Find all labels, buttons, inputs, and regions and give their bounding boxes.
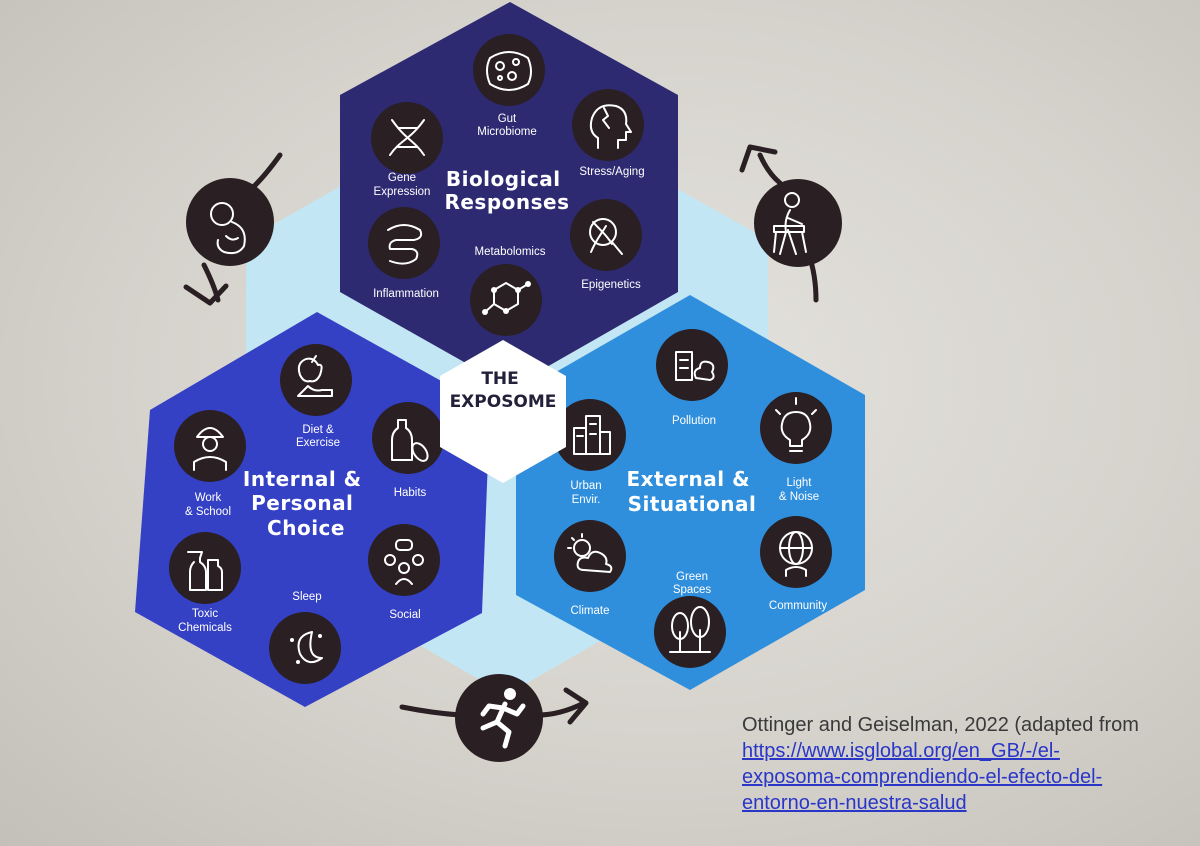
molecule-icon xyxy=(482,281,531,315)
citation-text: Ottinger and Geiselman, 2022 (adapted fr… xyxy=(742,714,1139,736)
runner-stage xyxy=(455,674,543,762)
svg-text:Stress/Aging: Stress/Aging xyxy=(579,166,644,178)
citation: Ottinger and Geiselman, 2022 (adapted fr… xyxy=(742,712,1182,816)
habits-item: Habits xyxy=(372,402,444,499)
svg-text:Social: Social xyxy=(389,609,420,621)
exposome-center: THE EXPOSOME xyxy=(440,340,566,483)
diet-exercise-item: Diet &Exercise xyxy=(280,344,352,449)
dna-helix-icon xyxy=(389,119,425,156)
center-hexagon xyxy=(440,340,566,483)
microbiome-icon xyxy=(486,51,532,91)
internal-personal-section: Internal & Personal Choice Diet &Exercis… xyxy=(135,312,490,707)
moon-stars-icon xyxy=(290,631,323,664)
globe-people-icon xyxy=(779,531,813,577)
inflammation-item: Inflammation xyxy=(368,207,440,300)
elderly-stage xyxy=(754,179,842,267)
intestine-icon xyxy=(387,224,423,265)
stress-aging-item: Stress/Aging xyxy=(572,89,645,178)
fetus-stage xyxy=(186,178,274,266)
svg-text:Habits: Habits xyxy=(394,487,427,499)
svg-text:Diet &Exercise: Diet &Exercise xyxy=(296,424,340,449)
internal-title: Internal & Personal Choice xyxy=(243,467,369,540)
runner-icon xyxy=(480,688,526,749)
svg-text:Epigenetics: Epigenetics xyxy=(581,279,641,291)
bottle-pill-icon xyxy=(391,419,429,462)
fetus-icon xyxy=(210,202,246,255)
climate-item: Climate xyxy=(554,520,626,617)
epigenetics-item: Epigenetics xyxy=(570,199,642,291)
social-item: Social xyxy=(368,524,440,621)
svg-text:Inflammation: Inflammation xyxy=(373,288,439,300)
worker-icon xyxy=(193,427,227,471)
trees-icon xyxy=(669,606,711,653)
svg-text:Light& Noise: Light& Noise xyxy=(779,477,819,503)
svg-text:THE EXPOSOME: THE EXPOSOME xyxy=(450,369,557,412)
dna-magnifier-icon xyxy=(589,218,623,255)
svg-text:Work& School: Work& School xyxy=(185,492,231,518)
biological-title: Biological Responses xyxy=(444,167,569,214)
apple-shoe-icon xyxy=(297,355,333,397)
pollution-item: Pollution xyxy=(656,329,728,427)
citation-link[interactable]: https://www.isglobal.org/en_GB/-/el-expo… xyxy=(742,740,1103,814)
external-title: External & Situational xyxy=(626,467,757,516)
svg-text:Pollution: Pollution xyxy=(672,415,716,427)
svg-text:Metabolomics: Metabolomics xyxy=(475,246,546,258)
buildings-icon xyxy=(573,415,611,455)
spray-bottles-icon xyxy=(187,551,223,591)
lightbulb-icon xyxy=(775,397,817,452)
external-hexagon xyxy=(516,295,865,690)
svg-text:Community: Community xyxy=(769,600,827,612)
sleep-item: Sleep xyxy=(269,591,341,684)
light-noise-item: Light& Noise xyxy=(760,392,832,503)
work-school-item: Work& School xyxy=(174,410,246,518)
people-chat-icon xyxy=(384,539,424,585)
elderly-walker-icon xyxy=(773,192,807,255)
head-stress-icon xyxy=(589,104,632,149)
community-item: Community xyxy=(760,516,832,612)
metabolomics-item: Metabolomics xyxy=(470,246,546,336)
sun-cloud-icon xyxy=(567,533,613,573)
svg-text:Sleep: Sleep xyxy=(292,591,321,603)
factory-smoke-icon xyxy=(675,351,715,381)
svg-text:Climate: Climate xyxy=(571,605,610,617)
